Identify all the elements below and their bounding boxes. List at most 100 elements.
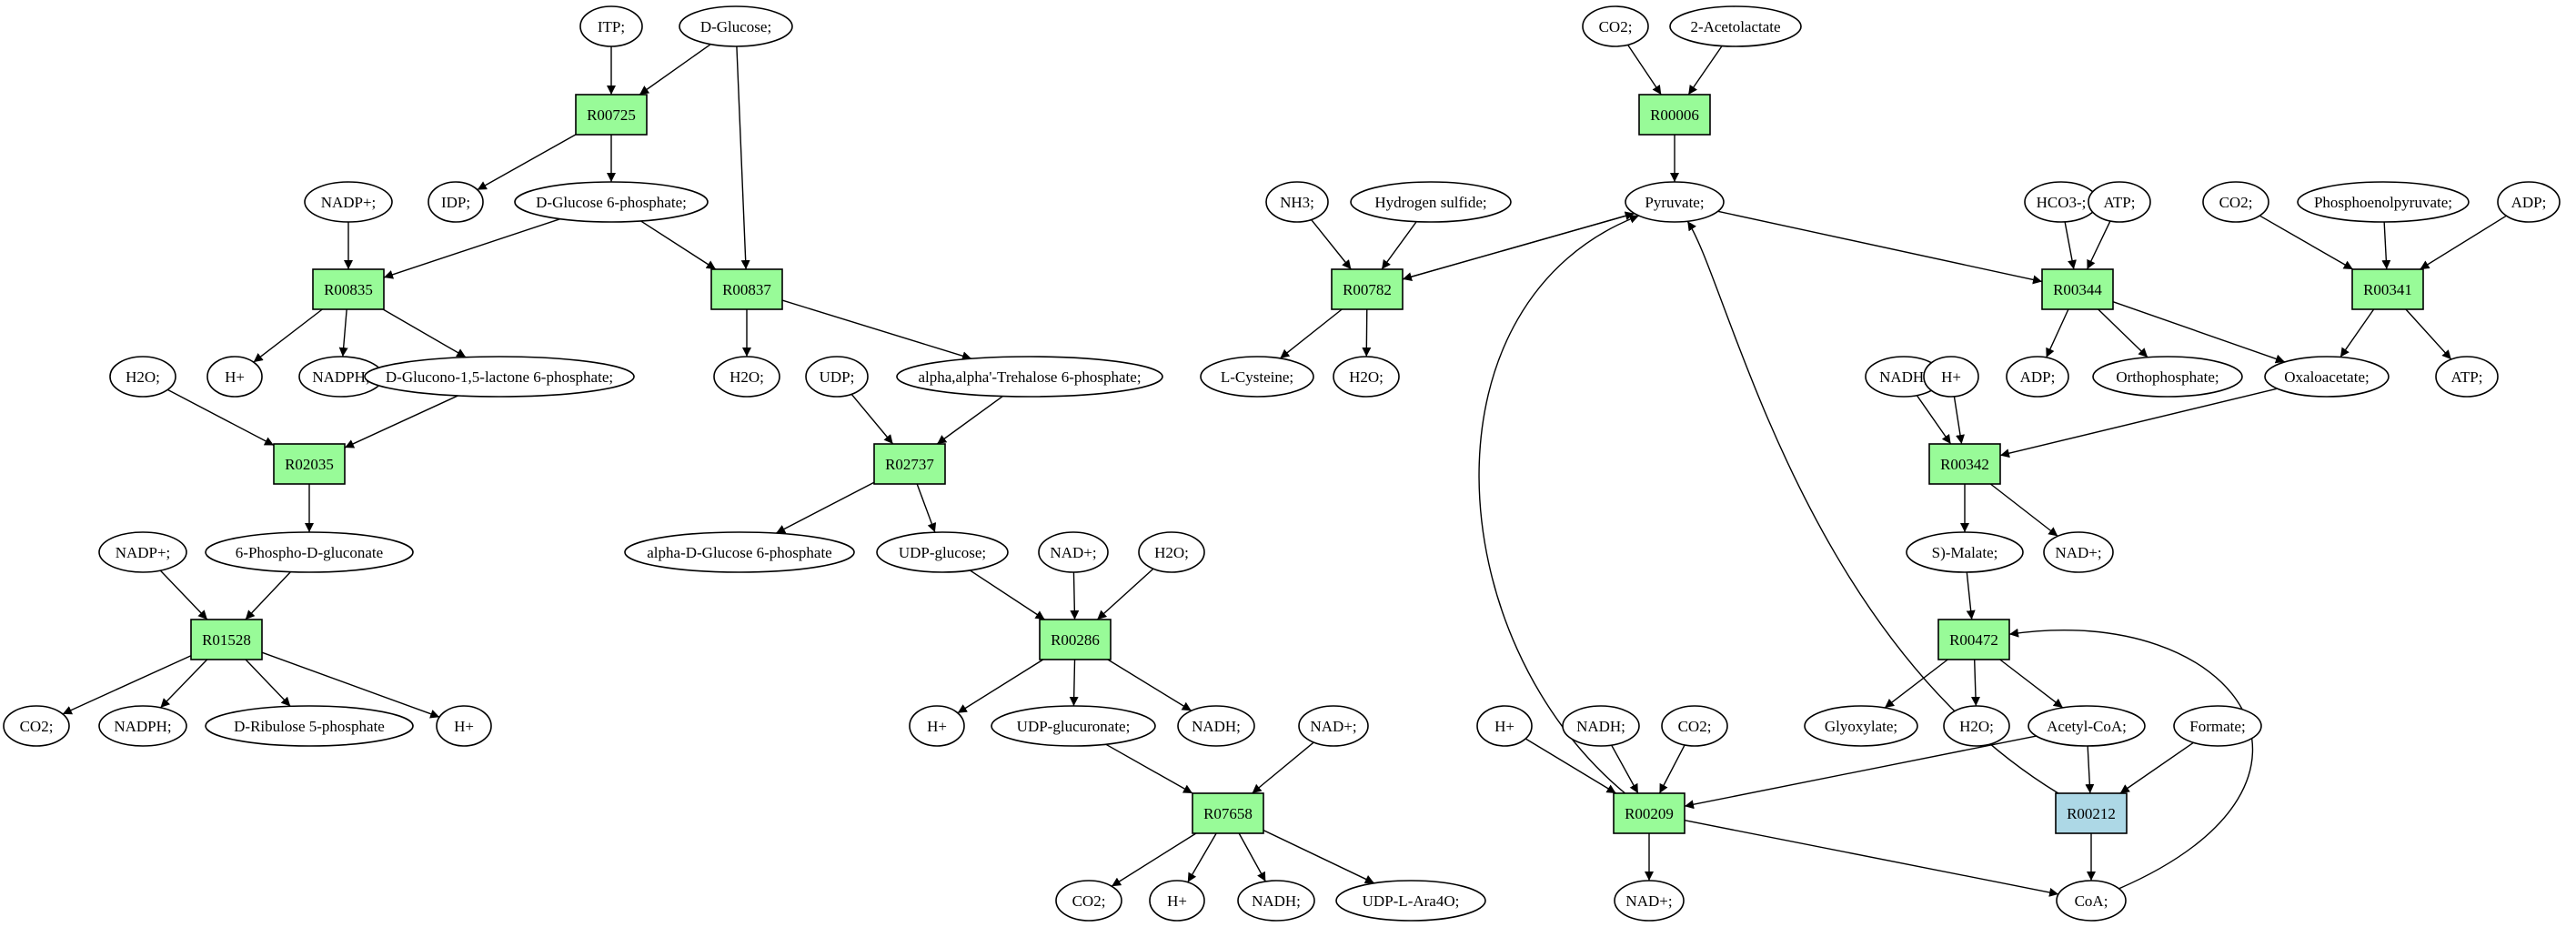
metabolite-node-m_hplus2[interactable]: H+ — [436, 705, 492, 747]
reaction-node-r_02035[interactable]: R02035 — [273, 443, 346, 485]
metabolite-node-m_h2o_1[interactable]: H2O; — [109, 356, 176, 398]
reaction-node-r_02737[interactable]: R02737 — [873, 443, 946, 485]
metabolite-label: NADPH; — [312, 368, 369, 386]
metabolite-ellipse — [1149, 880, 1205, 922]
reaction-box — [575, 94, 648, 136]
metabolite-node-m_hco3[interactable]: HCO3-; — [2024, 181, 2098, 223]
reaction-node-r_00344[interactable]: R00344 — [2041, 268, 2114, 310]
metabolite-node-m_h2o_5[interactable]: H2O; — [1943, 705, 2010, 747]
metabolite-label: NADH; — [1576, 718, 1625, 735]
metabolite-node-m_6pg[interactable]: 6-Phospho-D-gluconate — [205, 531, 414, 573]
metabolite-node-m_adp1[interactable]: ADP; — [2006, 356, 2069, 398]
metabolite-ellipse — [514, 181, 709, 223]
metabolite-node-m_acetolac[interactable]: 2-Acetolactate — [1669, 5, 1802, 47]
metabolite-ellipse — [1200, 356, 1314, 398]
metabolite-node-m_nadh1[interactable]: NADH; — [1177, 705, 1255, 747]
metabolite-node-m_nadh4[interactable]: NADH; — [1562, 705, 1640, 747]
metabolite-node-m_nadp2[interactable]: NADP+; — [98, 531, 187, 573]
reaction-node-r_00342[interactable]: R00342 — [1928, 443, 2001, 485]
metabolite-node-m_h2s[interactable]: Hydrogen sulfide; — [1350, 181, 1512, 223]
metabolite-node-m_udpgla[interactable]: UDP-glucuronate; — [991, 705, 1156, 747]
metabolite-node-m_nadh3[interactable]: NADH; — [1865, 356, 1943, 398]
metabolite-node-m_pi[interactable]: Orthophosphate; — [2092, 356, 2243, 398]
edge-r_00344-to-m_oaa — [2112, 301, 2286, 364]
edge-m_co2_5-to-r_00209 — [1658, 744, 1685, 794]
reaction-label: R00006 — [1650, 106, 1699, 124]
metabolite-node-m_coa[interactable]: CoA; — [2056, 880, 2127, 922]
metabolite-node-m_nad4[interactable]: NAD+; — [1614, 880, 1685, 922]
metabolite-node-m_pyr[interactable]: Pyruvate; — [1625, 181, 1725, 223]
metabolite-node-m_nh3[interactable]: NH3; — [1265, 181, 1329, 223]
metabolite-node-m_mal[interactable]: S)-Malate; — [1906, 531, 2024, 573]
metabolite-ellipse — [1943, 705, 2010, 747]
reaction-node-r_00725[interactable]: R00725 — [575, 94, 648, 136]
metabolite-ellipse — [1804, 705, 1918, 747]
metabolite-node-m_nadph2[interactable]: NADPH; — [98, 705, 187, 747]
metabolite-node-m_oaa[interactable]: Oxaloacetate; — [2264, 356, 2390, 398]
reaction-node-r_00212[interactable]: R00212 — [2055, 792, 2128, 834]
reaction-node-r_00837[interactable]: R00837 — [710, 268, 783, 310]
metabolite-node-m_nad2[interactable]: NAD+; — [1298, 705, 1369, 747]
metabolite-node-m_atp1[interactable]: ATP; — [2088, 181, 2151, 223]
reaction-node-r_00286[interactable]: R00286 — [1039, 619, 1112, 660]
metabolite-ellipse — [1669, 5, 1802, 47]
reaction-node-r_00472[interactable]: R00472 — [1937, 619, 2010, 660]
metabolite-node-m_itp[interactable]: ITP; — [579, 5, 643, 47]
edge-m_pyr-to-r_00344 — [1717, 210, 2043, 285]
metabolite-label: D-Glucono-1,5-lactone 6-phosphate; — [386, 368, 613, 386]
metabolite-node-m_udpara[interactable]: UDP-L-Ara4O; — [1335, 880, 1486, 922]
metabolite-node-m_atp2[interactable]: ATP; — [2435, 356, 2499, 398]
metabolite-node-m_h2o_3[interactable]: H2O; — [1138, 531, 1205, 573]
metabolite-label: D-Ribulose 5-phosphate — [234, 718, 385, 735]
metabolite-node-m_g6p[interactable]: D-Glucose 6-phosphate; — [514, 181, 709, 223]
metabolite-ellipse — [1582, 5, 1649, 47]
metabolite-node-m_dglc[interactable]: D-Glucose; — [679, 5, 793, 47]
metabolite-node-m_hplus6[interactable]: H+ — [1476, 705, 1533, 747]
reaction-node-r_00006[interactable]: R00006 — [1638, 94, 1711, 136]
metabolite-node-m_h2o_4[interactable]: H2O; — [1333, 356, 1400, 398]
edge-m_udpgla-to-r_07658 — [1105, 743, 1193, 794]
metabolite-node-m_treh6p[interactable]: alpha,alpha'-Trehalose 6-phosphate; — [896, 356, 1163, 398]
metabolite-node-m_accoa[interactable]: Acetyl-CoA; — [2028, 705, 2146, 747]
edge-m_nad1-to-r_00286 — [1070, 571, 1080, 620]
reaction-node-r_00341[interactable]: R00341 — [2351, 268, 2424, 310]
metabolite-node-m_idp[interactable]: IDP; — [428, 181, 484, 223]
metabolite-node-m_formate[interactable]: Formate; — [2173, 705, 2262, 747]
metabolite-label: UDP-L-Ara4O; — [1363, 892, 1460, 910]
metabolite-node-m_hplus4[interactable]: H+ — [1149, 880, 1205, 922]
reaction-box — [710, 268, 783, 310]
metabolite-node-m_ru5p[interactable]: D-Ribulose 5-phosphate — [205, 705, 414, 747]
metabolite-ellipse — [2028, 705, 2146, 747]
reaction-node-r_01528[interactable]: R01528 — [190, 619, 263, 660]
metabolite-node-m_co2_2[interactable]: CO2; — [1055, 880, 1122, 922]
metabolite-node-m_co2_3[interactable]: CO2; — [1582, 5, 1649, 47]
metabolite-node-m_nadp1[interactable]: NADP+; — [304, 181, 393, 223]
metabolite-label: Pyruvate; — [1645, 194, 1704, 211]
metabolite-node-m_nadph1[interactable]: NADPH; — [298, 356, 384, 398]
metabolite-ellipse — [3, 705, 70, 747]
metabolite-node-m_nad1[interactable]: NAD+; — [1038, 531, 1109, 573]
metabolite-node-m_udp[interactable]: UDP; — [805, 356, 869, 398]
metabolite-node-m_co2_1[interactable]: CO2; — [3, 705, 70, 747]
reaction-node-r_07658[interactable]: R07658 — [1192, 792, 1264, 834]
metabolite-node-m_cys[interactable]: L-Cysteine; — [1200, 356, 1314, 398]
reaction-node-r_00835[interactable]: R00835 — [312, 268, 385, 310]
metabolite-node-m_glyox[interactable]: Glyoxylate; — [1804, 705, 1918, 747]
metabolite-node-m_h2o_2[interactable]: H2O; — [713, 356, 780, 398]
metabolite-ellipse — [1335, 880, 1486, 922]
metabolite-node-m_pep[interactable]: Phosphoenolpyruvate; — [2297, 181, 2470, 223]
metabolite-node-m_nad3[interactable]: NAD+; — [2043, 531, 2114, 573]
metabolite-node-m_co2_4[interactable]: CO2; — [2202, 181, 2269, 223]
metabolite-node-m_nadh2[interactable]: NADH; — [1237, 880, 1315, 922]
metabolite-node-m_hplus5[interactable]: H+ — [1923, 356, 1979, 398]
metabolite-node-m_udpglc[interactable]: UDP-glucose; — [876, 531, 1009, 573]
metabolite-label: CO2; — [1678, 718, 1712, 735]
metabolite-node-m_hplus1[interactable]: H+ — [206, 356, 263, 398]
metabolite-node-m_ag6p[interactable]: alpha-D-Glucose 6-phosphate — [624, 531, 855, 573]
reaction-node-r_00209[interactable]: R00209 — [1613, 792, 1685, 834]
metabolite-node-m_glac6p[interactable]: D-Glucono-1,5-lactone 6-phosphate; — [364, 356, 635, 398]
reaction-node-r_00782[interactable]: R00782 — [1331, 268, 1404, 310]
metabolite-node-m_co2_5[interactable]: CO2; — [1661, 705, 1728, 747]
metabolite-node-m_adp2[interactable]: ADP; — [2497, 181, 2561, 223]
metabolite-node-m_hplus3[interactable]: H+ — [909, 705, 965, 747]
